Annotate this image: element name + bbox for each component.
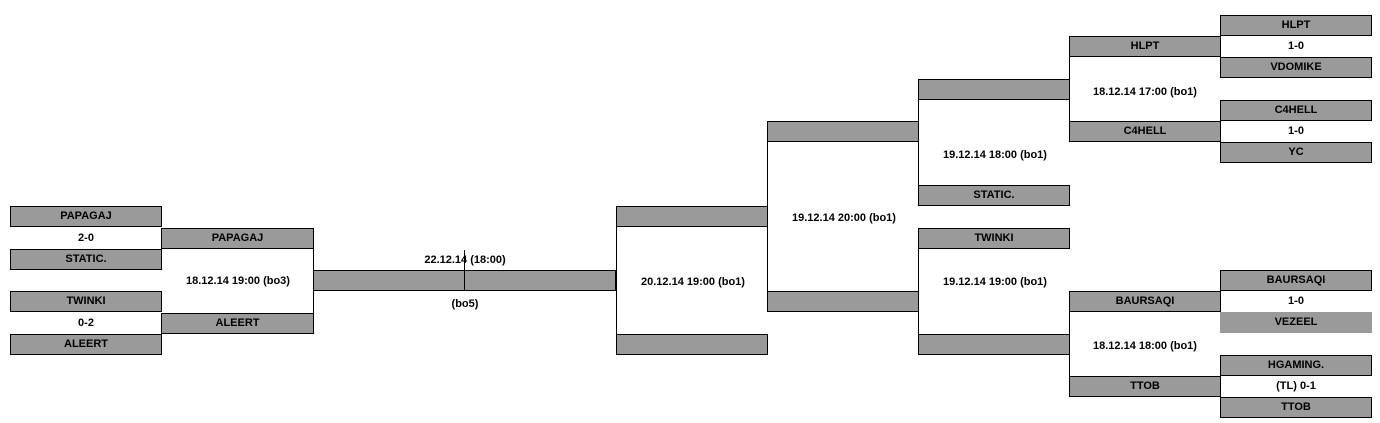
r1c-team1: BAURSAQI	[1220, 270, 1372, 291]
r3a-connector	[918, 99, 919, 186]
r3b-team2	[918, 334, 1070, 355]
final-slot-left	[313, 270, 465, 291]
r3a-team2: STATIC.	[918, 185, 1070, 206]
left-semi-time: 18.12.14 19:00 (bo3)	[186, 275, 290, 287]
r3a-time: 19.12.14 18:00 (bo1)	[943, 149, 1047, 161]
r2a-team1: HLPT	[1069, 36, 1221, 57]
r1c-score: 1-0	[1288, 295, 1304, 307]
left-m1-score: 2-0	[78, 232, 94, 244]
r1c-team2: VEZEEL	[1220, 312, 1372, 333]
final-format: (bo5)	[451, 298, 479, 310]
r3b-time: 19.12.14 19:00 (bo1)	[943, 276, 1047, 288]
r1d-team2: TTOB	[1220, 397, 1372, 418]
left-m1-team1: PAPAGAJ	[10, 206, 162, 227]
r4-slot-top	[767, 121, 919, 142]
final-time: 22.12.14 (18:00)	[424, 254, 506, 266]
r1b-team2: YC	[1220, 142, 1372, 163]
final-slot-right	[464, 270, 616, 291]
r3b-connector	[918, 248, 919, 335]
r5-slot-bottom	[616, 334, 768, 355]
left-m2-score: 0-2	[78, 317, 94, 329]
left-semi-team1: PAPAGAJ	[161, 228, 314, 249]
left-m1-team2: STATIC.	[10, 249, 162, 270]
r5-slot-top	[616, 206, 768, 227]
r1d-score: (TL) 0-1	[1276, 380, 1316, 392]
final-divider	[464, 250, 465, 271]
r2a-team2: C4HELL	[1069, 121, 1221, 142]
r2b-team1: BAURSAQI	[1069, 291, 1221, 312]
left-m2-team2: ALEERT	[10, 334, 162, 355]
r5-connector	[616, 226, 617, 335]
r4-time: 19.12.14 20:00 (bo1)	[792, 212, 896, 224]
r2a-time: 18.12.14 17:00 (bo1)	[1093, 86, 1197, 98]
r1d-team1: HGAMING.	[1220, 355, 1372, 376]
r3b-team1: TWINKI	[918, 228, 1070, 249]
r4-slot-bottom	[767, 291, 919, 312]
r4-connector	[767, 141, 768, 292]
r2b-time: 18.12.14 18:00 (bo1)	[1093, 340, 1197, 352]
left-m2-team1: TWINKI	[10, 291, 162, 312]
r5-time: 20.12.14 19:00 (bo1)	[641, 276, 745, 288]
r1b-score: 1-0	[1288, 125, 1304, 137]
r1b-team1: C4HELL	[1220, 100, 1372, 121]
r2a-connector	[1069, 56, 1070, 122]
left-semi-team2: ALEERT	[161, 313, 314, 334]
r1a-team1: HLPT	[1220, 15, 1372, 36]
r1a-team2: VDOMIKE	[1220, 57, 1372, 78]
r2b-team2: TTOB	[1069, 376, 1221, 397]
r3a-team1	[918, 79, 1070, 100]
r2b-connector	[1069, 311, 1070, 377]
r1a-score: 1-0	[1288, 40, 1304, 52]
